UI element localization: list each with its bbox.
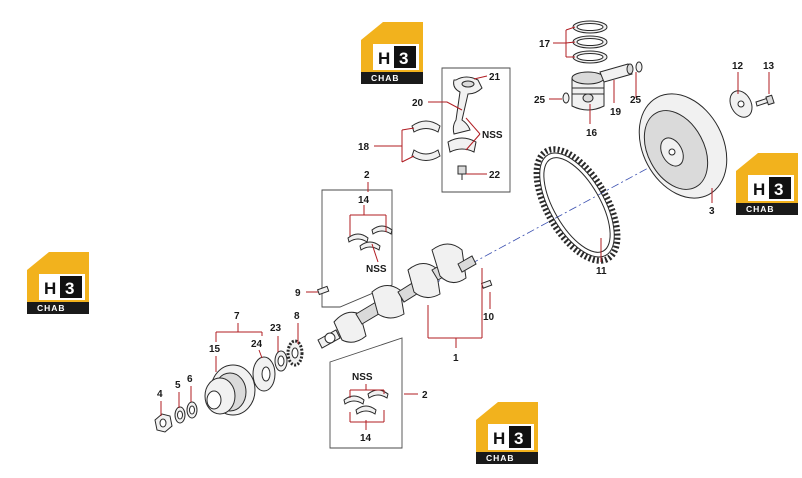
callout-2-upper: 2 (364, 170, 370, 181)
bearing-shell-upper (411, 120, 441, 133)
logo-watermark: H 3 CHAB (361, 22, 423, 84)
crank-pulley (204, 364, 256, 416)
svg-text:3: 3 (514, 429, 523, 448)
logo-watermark: H 3 CHAB (736, 153, 798, 215)
leader-lines (160, 26, 770, 430)
piston-pin (599, 63, 634, 83)
callout-10: 10 (483, 312, 495, 323)
callout-7: 7 (234, 311, 240, 322)
callout-14-lower: 14 (360, 433, 372, 444)
svg-text:CHAB: CHAB (371, 73, 400, 83)
upper-bearing-inset-frame (321, 189, 393, 308)
lock-washer (174, 406, 186, 424)
callout-14-upper: 14 (358, 195, 370, 206)
flywheel-bolt (755, 94, 775, 107)
bearing-shell-lower (411, 149, 441, 161)
main-bearing-shells-lower (343, 389, 389, 415)
woodruff-key (316, 285, 330, 296)
piston (571, 71, 605, 111)
callout-16: 16 (586, 128, 598, 139)
lower-bearing-inset-frame (329, 337, 403, 449)
crankshaft (317, 243, 477, 349)
callout-6: 6 (187, 374, 193, 385)
svg-text:H: H (493, 429, 505, 448)
nss-label: NSS (366, 264, 387, 275)
svg-text:H: H (44, 279, 56, 298)
snap-ring-right (635, 61, 643, 73)
callout-9: 9 (295, 288, 301, 299)
flywheel-plate (729, 90, 753, 118)
snap-ring-left (562, 92, 570, 104)
thrust-washer (274, 350, 288, 372)
ring-gear (533, 146, 621, 264)
logo-watermark: H 3 CHAB (27, 252, 89, 314)
main-bearing-shells-upper (347, 225, 393, 251)
callout-23: 23 (270, 323, 282, 334)
crank-sprocket (286, 339, 304, 367)
callout-1: 1 (453, 353, 459, 364)
callout-13: 13 (763, 61, 775, 72)
svg-text:CHAB: CHAB (746, 204, 775, 214)
connecting-rod (447, 76, 483, 180)
callout-25-right: 25 (630, 95, 642, 106)
callout-5: 5 (175, 380, 181, 391)
crank-nut (154, 413, 173, 433)
callout-4: 4 (157, 389, 163, 400)
svg-text:CHAB: CHAB (37, 303, 66, 313)
nss-label: NSS (352, 372, 373, 383)
svg-text:H: H (378, 49, 390, 68)
callout-22: 22 (489, 170, 501, 181)
svg-text:3: 3 (774, 180, 783, 199)
svg-text:3: 3 (65, 279, 74, 298)
con-rod-inset-frame (441, 67, 511, 193)
callout-3: 3 (709, 206, 715, 217)
callout-15: 15 (209, 344, 221, 355)
logo-watermark: H 3 CHAB (476, 402, 538, 464)
svg-text:CHAB: CHAB (486, 453, 515, 463)
callout-17: 17 (539, 39, 551, 50)
flywheel (638, 93, 728, 199)
callout-21: 21 (489, 72, 501, 83)
callout-19: 19 (610, 107, 622, 118)
callout-18: 18 (358, 142, 370, 153)
pulley-hub (252, 356, 276, 392)
callout-20: 20 (412, 98, 424, 109)
svg-text:H: H (753, 180, 765, 199)
callout-25-left: 25 (534, 95, 546, 106)
spacer-washer (186, 401, 198, 419)
callout-11: 11 (596, 266, 607, 277)
dowel-pin (480, 279, 493, 289)
piston-rings (572, 20, 608, 64)
nss-label: NSS (482, 130, 503, 141)
callout-2-lower: 2 (422, 390, 428, 401)
svg-text:3: 3 (399, 49, 408, 68)
callouts: 17 16 19 25 25 12 13 3 11 20 21 22 NSS 1… (157, 39, 775, 444)
callout-24: 24 (251, 339, 263, 350)
callout-12: 12 (732, 61, 744, 72)
callout-8: 8 (294, 311, 300, 322)
